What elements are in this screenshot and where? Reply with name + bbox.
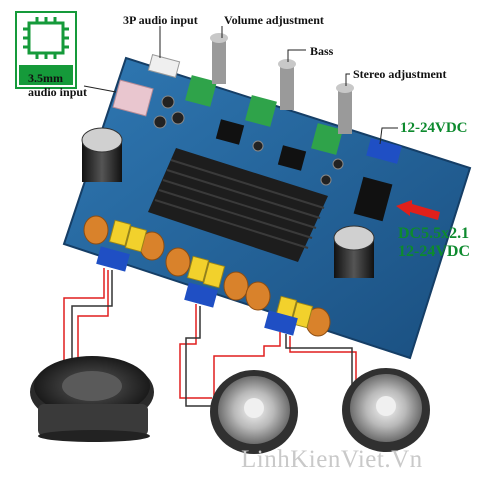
inductor: [83, 215, 331, 337]
label-audio-input: audio input: [28, 85, 88, 99]
leader-lines: [83, 26, 398, 145]
power-terminal: [366, 138, 402, 164]
label-power-terminal: 12-24VDC: [400, 120, 468, 136]
3p-audio-connector: [147, 54, 181, 78]
speaker-terminal: [96, 246, 298, 336]
volume-pot: [185, 33, 228, 107]
capacitor: [81, 127, 123, 182]
red-arrow: [396, 200, 440, 220]
heatsink: [148, 148, 328, 262]
ic-chip: [215, 119, 245, 145]
label-volume-adjustment: Volume adjustment: [224, 13, 324, 27]
ic-chip: [277, 145, 307, 171]
watermark: LinhKienViet.Vn: [241, 446, 423, 473]
label-bass: Bass: [310, 44, 334, 58]
stereo-pot: [311, 83, 354, 155]
capacitor: [333, 225, 375, 278]
small-capacitors: [153, 95, 344, 186]
film-capacitor: [108, 219, 314, 329]
speaker-icon: [342, 368, 430, 452]
label-dc-jack-voltage: 12-24VDC: [398, 243, 470, 260]
speaker-icon: [210, 370, 298, 454]
amplifier-board: [62, 33, 472, 360]
speaker-icon: [30, 356, 154, 442]
label-3p-audio-input: 3P audio input: [123, 13, 198, 27]
label-3.5mm: 3.5mm: [28, 71, 63, 85]
bass-pot: [245, 59, 296, 127]
chip-logo-icon: [15, 11, 77, 89]
dc-jack: [353, 176, 393, 222]
label-stereo-adjustment: Stereo adjustment: [353, 67, 447, 81]
label-dc-jack-size: DC5.5x2.1: [398, 225, 470, 242]
3.5mm-jack: [112, 79, 154, 117]
speaker-wires: [63, 268, 357, 399]
